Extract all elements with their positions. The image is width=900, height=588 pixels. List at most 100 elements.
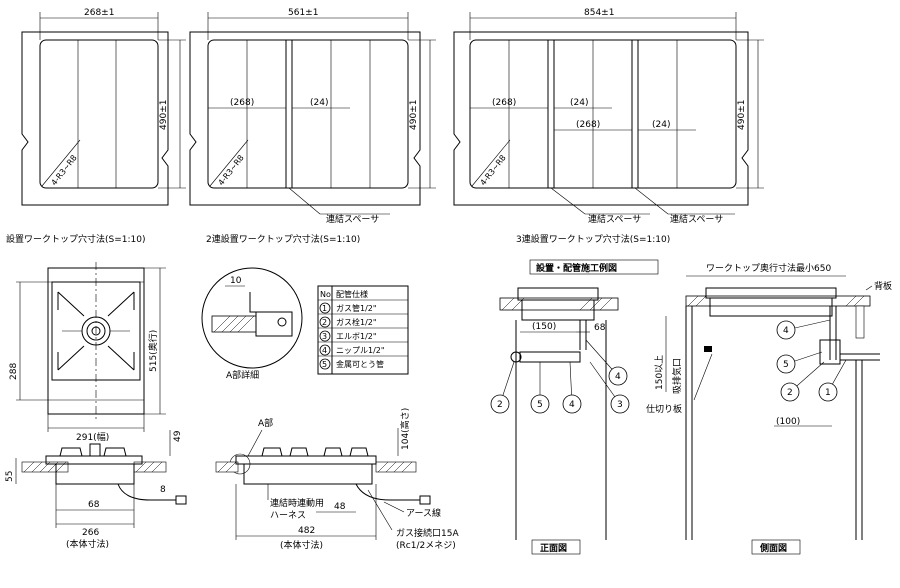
unit-width-dim: 291(幅) [76, 431, 109, 443]
callout-circle [610, 394, 630, 414]
intake-label: 吸排気口 [671, 358, 683, 394]
a-part-label: A部 [258, 417, 273, 429]
parts-row-spec: ガス栓1/2" [336, 317, 377, 327]
unit-55-dim: 55 [5, 471, 15, 482]
double-sub-b: (24) [310, 98, 328, 108]
triple-sub-b: (24) [570, 98, 588, 108]
triple-cutout-view: 854±1 (268) (24) (268) (24) 490±1 4-R3~R… [453, 8, 764, 245]
harness-label-2: ハーネス [270, 510, 306, 521]
parts-row-no: 3 [322, 332, 327, 341]
gas-port-label: ガス接続口15A [396, 527, 459, 539]
triple-width-dim: 854±1 [584, 8, 614, 18]
parts-row-no-circle [319, 344, 331, 356]
unit-266-dim: 266 [82, 528, 99, 538]
double-cutout-view: 561±1 (268) (24) 490±1 4-R3~R8 連結スペーサ 2連… [189, 8, 436, 245]
callout-circle [530, 394, 550, 414]
single-radius-label: 4-R3~R8 [49, 153, 78, 187]
parts-header-spec: 配管仕様 [336, 289, 368, 299]
callout-number: 4 [783, 326, 789, 336]
callout-number: 1 [825, 388, 831, 398]
unit-depth-dim: 515(奥行) [147, 330, 159, 372]
piping-title: 設置・配管施工例図 [536, 262, 617, 274]
front-150-dim: (150) [532, 322, 556, 332]
callout-circle [490, 394, 510, 414]
dim-48: 48 [334, 502, 346, 512]
callout-circle [562, 394, 582, 414]
callout-number: 5 [783, 360, 789, 370]
callout-number: 4 [615, 372, 621, 382]
callout-number: 5 [537, 400, 543, 410]
parts-row-no: 4 [322, 346, 327, 355]
parts-row-no: 5 [322, 360, 327, 369]
double-spacer-label: 連結スペーサ [326, 213, 379, 225]
single-height-dim: 490±1 [159, 100, 169, 130]
unit-front-view: 55 49 8 68 266 (本体寸法) [5, 430, 187, 550]
front-label: 正面図 [540, 543, 567, 554]
parts-row-no: 2 [322, 318, 327, 327]
single-cutout-view: 268±1 490±1 4-R3~R8 設置ワークトップ穴寸法(S=1:10) [6, 8, 186, 245]
parts-row-no-circle [319, 316, 331, 328]
triple-sub-c: (268) [576, 120, 600, 130]
side-depth-label: ワークトップ奥行寸法最小650 [706, 262, 831, 274]
parts-row-no: 1 [322, 304, 327, 313]
callout-number: 2 [787, 388, 793, 398]
single-width-dim: 268±1 [84, 8, 114, 18]
parts-row-spec: エルボ1/2" [336, 332, 377, 341]
parts-row-spec: ガス管1/2" [336, 303, 377, 313]
double-width-dim: 561±1 [288, 8, 318, 18]
unit-body-note: (本体寸法) [66, 538, 109, 550]
parts-header-no: No [320, 290, 331, 299]
callout-circle [776, 354, 796, 374]
triple-sub-d: (24) [652, 120, 670, 130]
parts-row-spec: ニップル1/2" [336, 346, 385, 355]
unit-288-dim: 288 [9, 363, 19, 380]
earth-label: アース線 [406, 507, 441, 519]
callout-number: 3 [617, 400, 623, 410]
callout-number: 4 [569, 400, 575, 410]
piping-front-view: (150) 68 正面図 2 5 4 3 4 [490, 287, 630, 555]
triple-caption: 3連設置ワークトップ穴寸法(S=1:10) [516, 233, 670, 245]
double-front-view: A部 104(高さ) 連結時連動用 ハーネス 48 アース線 482 (本体寸法… [215, 408, 459, 551]
side-label: 側面図 [759, 542, 787, 554]
piping-side-view: ワークトップ奥行寸法最小650 背板 150以上 吸排気口 仕切り板 (100)… [646, 262, 892, 555]
detail-a-10-dim: 10 [230, 276, 242, 286]
triple-spacer-2: 連結スペーサ [670, 213, 723, 225]
min-150-label: 150以上 [654, 355, 665, 390]
triple-sub-a: (268) [492, 98, 516, 108]
parts-row-no-circle [319, 330, 331, 342]
unit-8-dim: 8 [160, 485, 166, 495]
callout-circle [776, 320, 796, 340]
callout-circle [818, 382, 838, 402]
parts-table: No 配管仕様 1 ガス管1/2" 2 ガス栓1/2" 3 エルボ1/2" 4 ニップル1/2… [317, 285, 409, 375]
callout-circle [608, 366, 628, 386]
partition-label: 仕切り板 [646, 403, 682, 415]
callout-circle [780, 382, 800, 402]
unit-49-dim: 49 [173, 430, 183, 442]
double-caption: 2連設置ワークトップ穴寸法(S=1:10) [206, 233, 360, 245]
parts-row-no-circle [319, 358, 331, 370]
side-100-dim: (100) [776, 417, 800, 427]
unit-plan-view: 288 515(奥行) 291(幅) [9, 262, 166, 443]
double-body-note: (本体寸法) [280, 539, 323, 551]
triple-radius-label: 4-R3~R8 [478, 153, 507, 187]
double-height-104: 104(高さ) [399, 408, 411, 450]
front-68-dim: 68 [594, 323, 606, 333]
double-radius-label: 4-R3~R8 [216, 153, 245, 187]
triple-spacer-1: 連結スペーサ [588, 213, 641, 225]
unit-68-dim: 68 [88, 500, 100, 510]
gas-port-label-2: (Rc1/2メネジ) [396, 540, 456, 551]
double-sub-a: (268) [230, 98, 254, 108]
triple-height-dim: 490±1 [737, 100, 747, 130]
parts-row-spec: 金属可とう管 [336, 359, 384, 369]
double-width-482: 482 [298, 526, 315, 536]
parts-row-no-circle [319, 302, 331, 314]
detail-a-view: 10 A部詳細 [201, 267, 303, 381]
harness-label: 連結時連動用 [270, 497, 324, 509]
double-height-dim: 490±1 [409, 100, 419, 130]
single-caption: 設置ワークトップ穴寸法(S=1:10) [6, 233, 146, 245]
detail-a-caption: A部詳細 [226, 369, 259, 381]
back-panel-label: 背板 [874, 280, 892, 292]
callout-number: 2 [497, 400, 503, 410]
